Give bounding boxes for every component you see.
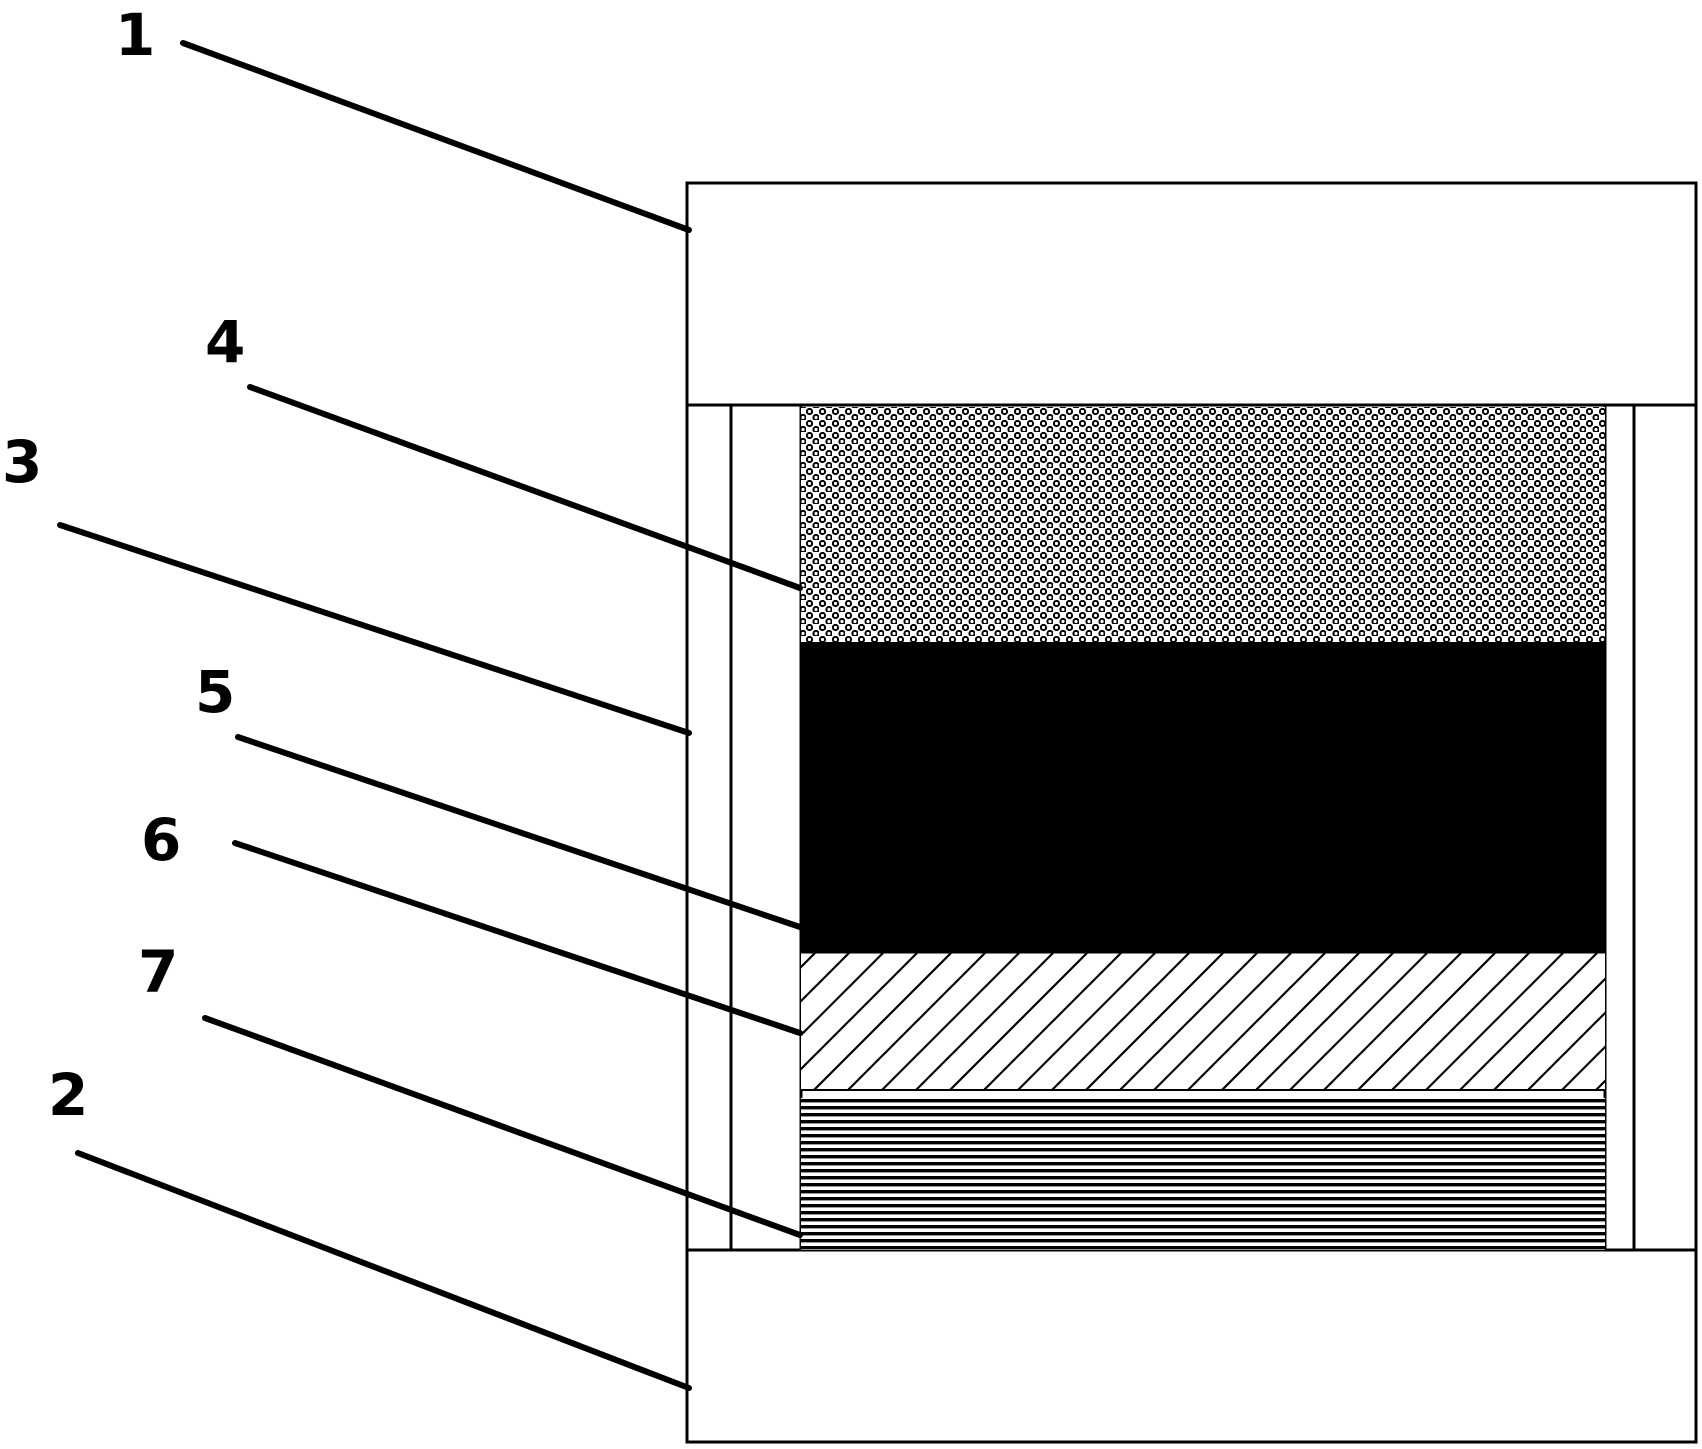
- callout-label-5: 5: [195, 658, 235, 726]
- leader-line-6: [232, 840, 803, 1036]
- right-sidewall: [1603, 403, 1698, 1252]
- callout-label-7: 7: [138, 938, 178, 1006]
- leader-line-2: [75, 1150, 692, 1391]
- layer-6-hatched: [801, 952, 1605, 1090]
- layer-4-porous: [801, 407, 1605, 642]
- layer-7-lined: [801, 1098, 1605, 1250]
- callout-label-1: 1: [115, 1, 155, 69]
- leader-line-1: [180, 40, 692, 233]
- callout-label-3: 3: [2, 428, 42, 496]
- leader-line-3: [57, 522, 692, 736]
- callout-label-4: 4: [205, 308, 245, 376]
- leader-line-5: [235, 734, 803, 930]
- left-sidewall: [685, 403, 803, 1252]
- leader-line-4: [247, 384, 803, 591]
- callout-label-2: 2: [48, 1061, 88, 1129]
- layer-5-solid: [801, 642, 1605, 952]
- bottom-electrode-plate: [685, 1248, 1698, 1444]
- leader-line-7: [202, 1015, 803, 1238]
- top-electrode-plate: [685, 181, 1698, 407]
- callout-label-6: 6: [141, 806, 181, 874]
